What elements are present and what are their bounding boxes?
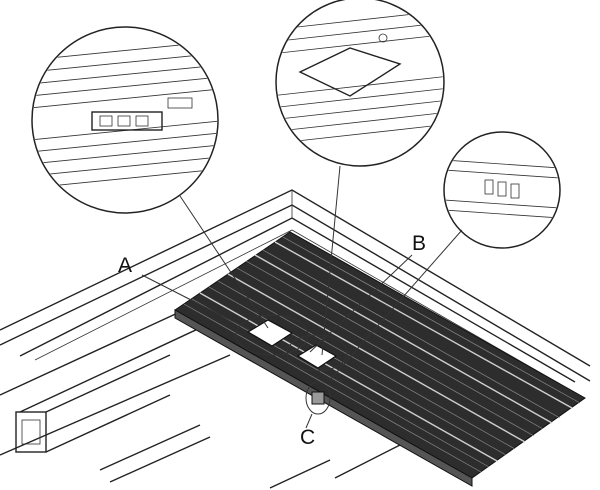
detail-bubble-a [31, 26, 219, 214]
frame-structure [0, 189, 591, 489]
detail-bubble-c [443, 131, 561, 249]
fixing-clip [311, 391, 325, 405]
label-b: B [412, 232, 426, 255]
decking-boards [174, 231, 586, 487]
callout-lines [141, 165, 463, 429]
board-cutout-b [296, 344, 338, 369]
label-a: A [118, 254, 132, 277]
label-c: C [300, 426, 315, 449]
board-cutout-a [246, 319, 294, 347]
joist-end [15, 354, 171, 453]
detail-bubble-b [275, 0, 445, 167]
